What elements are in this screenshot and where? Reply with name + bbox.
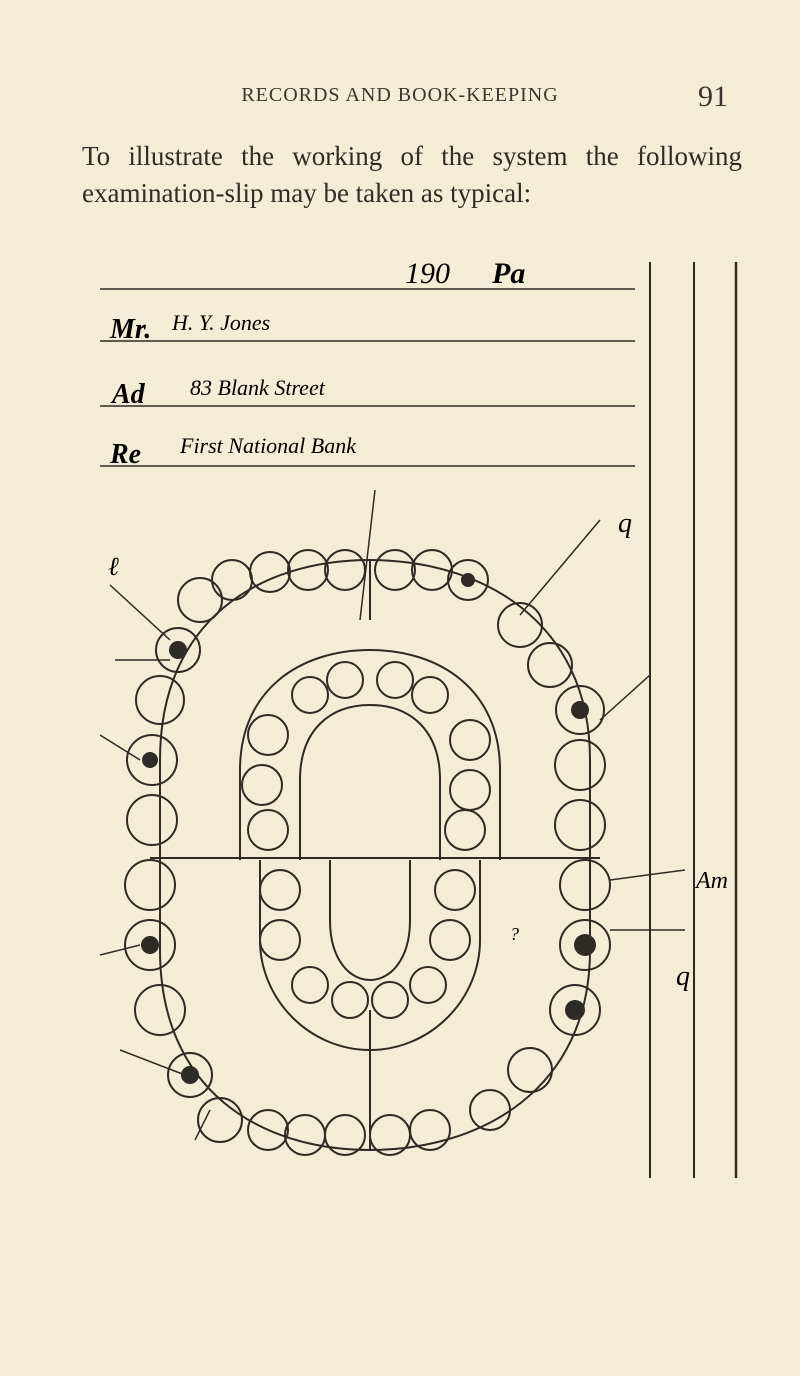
- filling-mark: [571, 701, 589, 719]
- tooth: [429, 919, 471, 961]
- tooth: [124, 859, 176, 911]
- tooth: [449, 719, 491, 761]
- tooth: [559, 919, 611, 971]
- name-prefix: Mr.: [109, 314, 151, 345]
- name-value: H. Y. Jones: [171, 310, 270, 335]
- tooth: [211, 559, 253, 601]
- tooth: [449, 769, 491, 811]
- tooth: [374, 549, 416, 591]
- tooth: [411, 549, 453, 591]
- page-number: 91: [698, 80, 728, 113]
- reference-prefix: Re: [109, 439, 141, 470]
- tooth: [324, 1114, 366, 1156]
- lower-arch-outer: [159, 860, 591, 1152]
- tooth: [177, 577, 223, 623]
- tooth: [126, 794, 178, 846]
- upper-arch-outer: [159, 558, 591, 860]
- filling-mark: [574, 934, 596, 956]
- tooth: [411, 676, 449, 714]
- tooth: [409, 1109, 451, 1151]
- reference-value: First National Bank: [179, 433, 357, 458]
- filling-mark: [461, 573, 475, 587]
- palate-outline: [299, 703, 441, 860]
- leader-line: [194, 1109, 211, 1141]
- filled-markers: [141, 573, 596, 1084]
- tooth: [326, 661, 364, 699]
- leader-line: [599, 674, 651, 721]
- tooth: [497, 602, 543, 648]
- tooth: [559, 859, 611, 911]
- tooth: [507, 1047, 553, 1093]
- tooth: [331, 981, 369, 1019]
- leader-line: [609, 869, 686, 881]
- tooth: [287, 549, 329, 591]
- tooth: [554, 739, 606, 791]
- annotation-upper-right: q: [618, 508, 632, 539]
- tooth: [197, 1097, 243, 1143]
- filling-mark: [565, 1000, 585, 1020]
- tooth: [549, 984, 601, 1036]
- page-prefix: Pa: [491, 257, 525, 290]
- address-value: 83 Blank Street: [190, 375, 326, 400]
- filling-mark: [169, 641, 187, 659]
- leader-line: [119, 1049, 186, 1076]
- tooth: [527, 642, 573, 688]
- tooth: [469, 1089, 511, 1131]
- tooth: [554, 799, 606, 851]
- tooth: [555, 685, 605, 735]
- address-prefix: Ad: [110, 379, 146, 410]
- leader-lines: [99, 489, 686, 1141]
- tooth: [259, 869, 301, 911]
- tooth: [324, 549, 366, 591]
- leader-line: [359, 489, 376, 621]
- tooth: [247, 809, 289, 851]
- tooth: [284, 1114, 326, 1156]
- annotation-pulp: ?: [510, 924, 519, 944]
- tooth: [291, 676, 329, 714]
- upper-teeth: [126, 549, 606, 851]
- tooth: [241, 764, 283, 806]
- tooth: [135, 675, 185, 725]
- dental-chart: [99, 489, 686, 1156]
- filling-mark: [181, 1066, 199, 1084]
- leader-line: [99, 944, 141, 956]
- tooth: [126, 734, 178, 786]
- tooth: [155, 627, 201, 673]
- filling-mark: [141, 936, 159, 954]
- tooth: [409, 966, 447, 1004]
- upper-arch-inner: [239, 648, 501, 860]
- tooth: [124, 919, 176, 971]
- annotation-upper-left: ℓ: [108, 552, 119, 581]
- tooth: [247, 714, 289, 756]
- tooth: [249, 551, 291, 593]
- lower-teeth: [124, 859, 611, 1156]
- tooth: [291, 966, 329, 1004]
- tooth: [434, 869, 476, 911]
- annotation-right-lower: q: [676, 961, 690, 992]
- intro-paragraph: To illustrate the working of the system …: [82, 141, 742, 208]
- running-head: RECORDS AND BOOK-KEEPING: [241, 84, 559, 106]
- annotation-amalgam: Am: [694, 868, 728, 894]
- inner-teeth: [241, 661, 491, 1019]
- tooth: [134, 984, 186, 1036]
- filling-mark: [142, 752, 158, 768]
- leader-line: [109, 584, 171, 641]
- leader-line: [519, 519, 601, 616]
- tooth: [447, 559, 489, 601]
- tooth: [444, 809, 486, 851]
- tooth: [259, 919, 301, 961]
- tongue-outline: [329, 860, 411, 982]
- year-prefix: 190: [405, 257, 450, 290]
- tooth: [371, 981, 409, 1019]
- tooth: [247, 1109, 289, 1151]
- tooth: [376, 661, 414, 699]
- tooth: [167, 1052, 213, 1098]
- leader-line: [99, 734, 141, 761]
